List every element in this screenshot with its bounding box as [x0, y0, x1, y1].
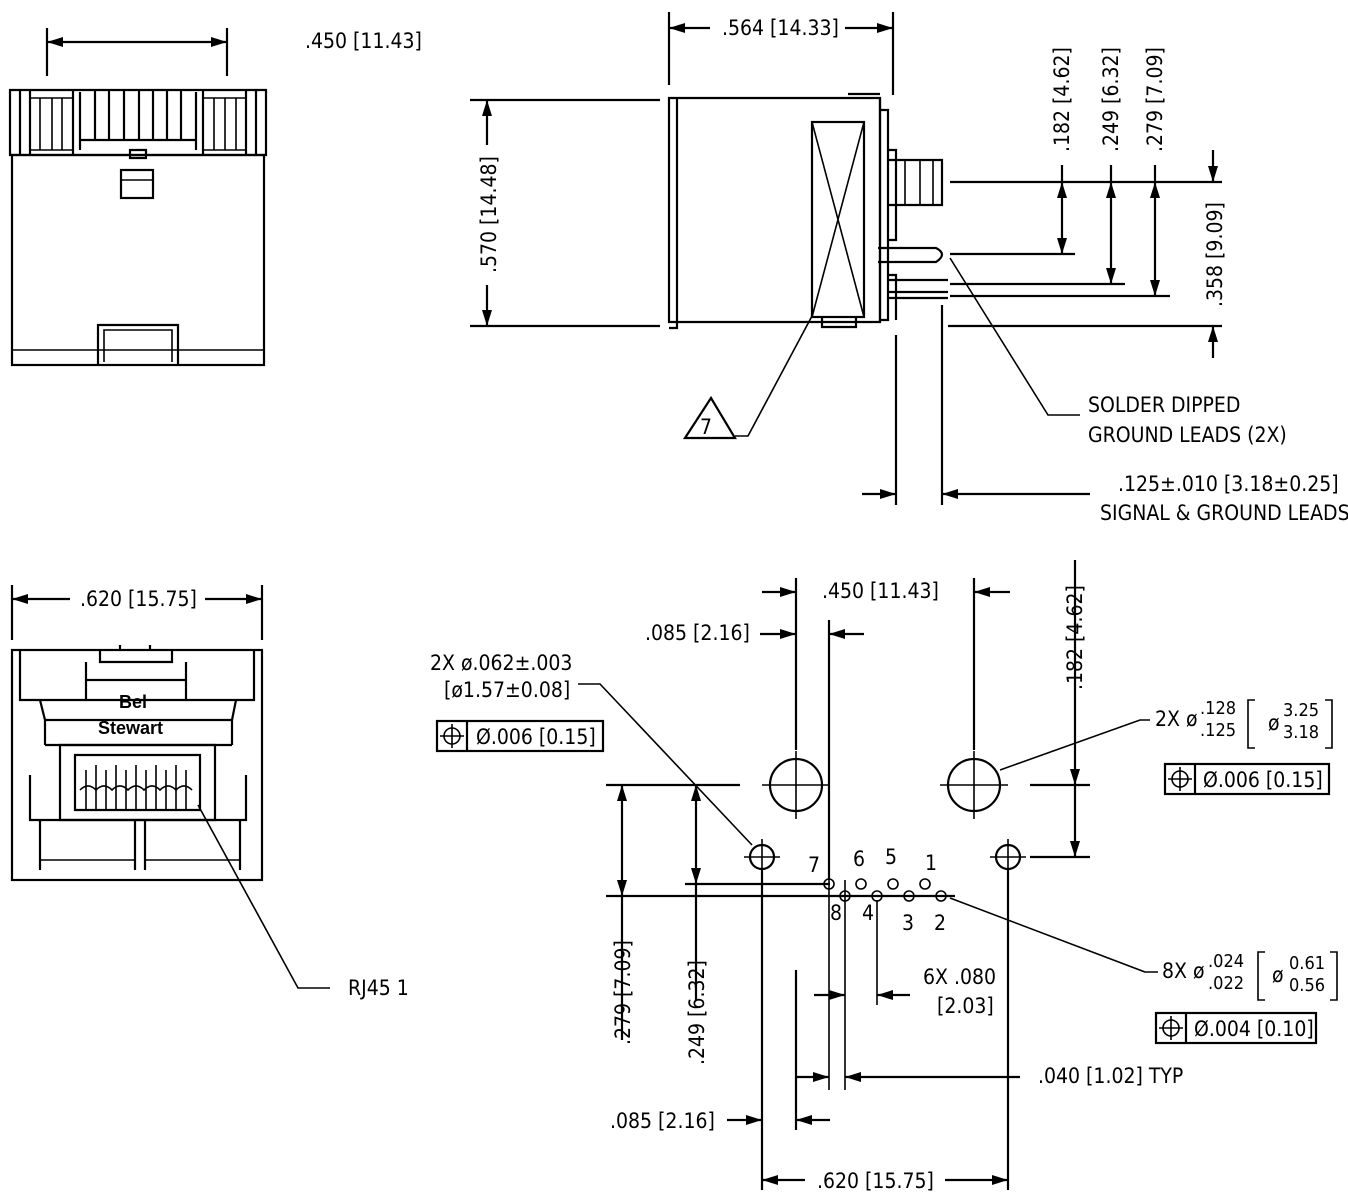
- small-hole-line2: [ø1.57±0.08]: [444, 678, 570, 702]
- pin-label-6: 6: [853, 847, 865, 871]
- pin-mm-lower: 0.56: [1289, 975, 1325, 996]
- fp-bottom-offset: .085 [2.16]: [610, 1109, 715, 1133]
- top-width-dim: .450 [11.43]: [305, 29, 422, 53]
- large-hole-prefix: 2X ø: [1155, 707, 1198, 731]
- small-hole-line1: 2X ø.062±.003: [430, 651, 572, 675]
- lead-length-line2: SIGNAL & GROUND LEADS: [1100, 501, 1348, 525]
- pin-prefix: 8X ø: [1162, 959, 1205, 983]
- logo-line1: Bel: [119, 692, 147, 712]
- solder-callout-line1: SOLDER DIPPED: [1088, 393, 1240, 417]
- note-flag-number: 7: [700, 415, 712, 439]
- large-hole-lower: .125: [1200, 720, 1236, 741]
- left-dim-2: .249 [6.32]: [685, 960, 709, 1065]
- large-hole-tol: Ø.006 [0.15]: [1203, 768, 1323, 792]
- pin-label-1: 1: [925, 851, 937, 875]
- pitch-line1: 6X .080: [923, 965, 996, 989]
- pin-array: [823, 878, 947, 1090]
- pin-label-8: 8: [830, 901, 842, 925]
- fp-bottom-width: .620 [15.75]: [817, 1169, 934, 1193]
- lead-offset-1: .182 [4.62]: [1050, 47, 1074, 152]
- pin-label-4: 4: [862, 901, 874, 925]
- pin-label-7: 7: [808, 853, 820, 877]
- front-label: RJ45 1: [348, 976, 409, 1000]
- side-height-dim: .570 [14.48]: [477, 156, 501, 273]
- pin-lower: .022: [1208, 973, 1244, 994]
- side-width-dim: .564 [14.33]: [722, 16, 839, 40]
- row-offset: .040 [1.02] TYP: [1038, 1064, 1183, 1088]
- lead-offset-2: .249 [6.32]: [1099, 47, 1123, 152]
- front-view: .620 [15.75] Bel Stewart RJ45 1: [10, 585, 409, 1000]
- large-hole-upper: .128: [1200, 698, 1236, 719]
- large-hole-mm-prefix: ø: [1268, 711, 1280, 735]
- pcb-footprint: .450 [11.43] .085 [2.16] .182 [4.62]: [430, 560, 1338, 1193]
- lead-offset-3: .279 [7.09]: [1143, 47, 1167, 152]
- pin-label-2: 2: [934, 911, 946, 935]
- large-hole-mm-upper: 3.25: [1283, 700, 1319, 721]
- top-view: .450 [11.43]: [8, 28, 422, 367]
- pin-mm-prefix: ø: [1272, 963, 1284, 987]
- solder-callout-line2: GROUND LEADS (2X): [1088, 423, 1287, 447]
- left-dim-1: .279 [7.09]: [611, 940, 635, 1045]
- logo-line2: Stewart: [98, 718, 163, 738]
- pin-upper: .024: [1208, 951, 1244, 972]
- side-view: .564 [14.33] .570 [14.48] .182 [4.62] .2: [470, 12, 1348, 525]
- front-width-dim: .620 [15.75]: [80, 587, 197, 611]
- pin-label-3: 3: [902, 911, 914, 935]
- fp-right-height: .182 [4.62]: [1063, 585, 1087, 690]
- small-hole-tol: Ø.006 [0.15]: [476, 725, 596, 749]
- pin-mm-upper: 0.61: [1289, 953, 1325, 974]
- pin-tol: Ø.004 [0.10]: [1194, 1017, 1314, 1041]
- fp-top-offset: .085 [2.16]: [645, 621, 750, 645]
- lead-span-dim: .358 [9.09]: [1203, 202, 1227, 307]
- pin-label-5: 5: [885, 845, 897, 869]
- lead-length-line1: .125±.010 [3.18±0.25]: [1118, 472, 1339, 496]
- pitch-line2: [2.03]: [937, 994, 994, 1018]
- large-hole-mm-lower: 3.18: [1283, 722, 1319, 743]
- fp-top-width: .450 [11.43]: [822, 579, 939, 603]
